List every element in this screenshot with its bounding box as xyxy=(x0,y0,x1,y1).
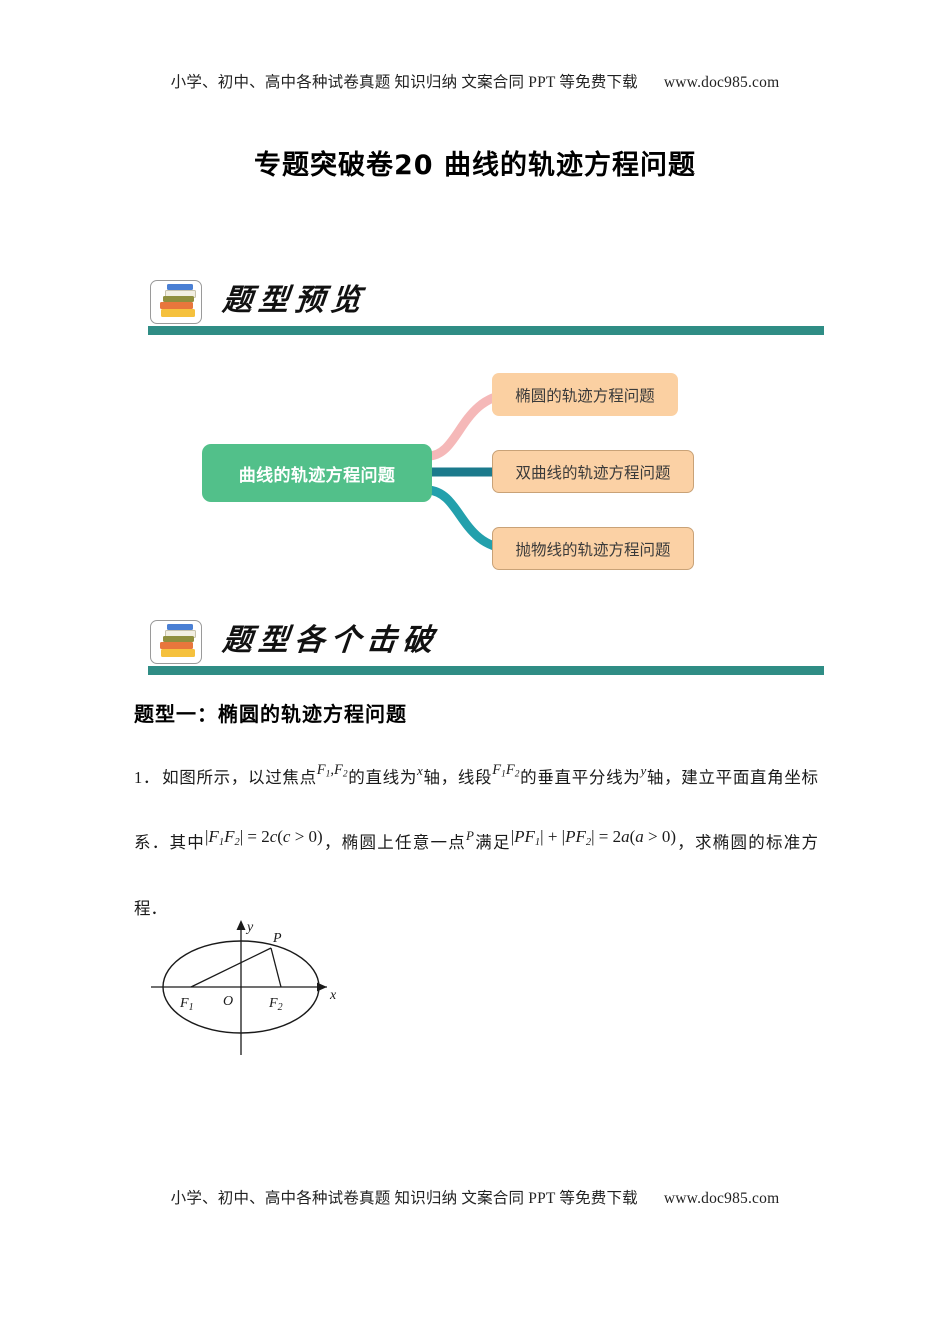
point-p-label: P xyxy=(272,931,282,946)
mindmap-branch-hyperbola[interactable]: 双曲线的轨迹方程问题 xyxy=(492,450,694,493)
math-focal-distance: |F1F2| = 2c(c > 0) xyxy=(205,827,323,849)
question-text-1: 如图所示，以过焦点 xyxy=(162,768,317,787)
segment-f1-p xyxy=(190,947,272,988)
section-divider xyxy=(148,666,824,675)
ellipse-foci-diagram: y x P O F1 F2 xyxy=(143,915,383,1060)
ellipse-figure-svg: y x P O F1 F2 xyxy=(151,920,337,1055)
mindmap-branch-label: 抛物线的轨迹方程问题 xyxy=(515,540,671,559)
math-axis-x: x xyxy=(417,763,423,778)
question-text-3: 轴，线段 xyxy=(422,768,493,787)
y-axis-arrow xyxy=(236,920,246,930)
math-point-p: P xyxy=(466,828,474,844)
book-yellow xyxy=(161,649,195,657)
question-text-7: 满足 xyxy=(473,833,511,853)
mindmap-branch-label: 椭圆的轨迹方程问题 xyxy=(515,386,655,405)
math-sum-of-distances: |PF1| + |PF2| = 2a(a > 0) xyxy=(510,827,677,849)
section-title: 题型预览 xyxy=(220,283,369,318)
x-axis-label: x xyxy=(329,988,337,1003)
origin-label: O xyxy=(223,994,233,1009)
x-axis-arrow xyxy=(317,982,327,992)
section-divider xyxy=(148,326,824,335)
book-stack-icon xyxy=(148,278,210,326)
mindmap-branch-label: 双曲线的轨迹方程问题 xyxy=(515,463,671,482)
section-banner-preview: 题型预览 xyxy=(148,276,824,338)
mindmap-root-node[interactable]: 曲线的轨迹方程问题 xyxy=(202,444,432,502)
mindmap: 曲线的轨迹方程问题 椭圆的轨迹方程问题 双曲线的轨迹方程问题 抛物线的轨迹方程问… xyxy=(160,360,780,590)
question-text-8: ，求椭圆的标准方程． xyxy=(134,833,819,919)
book-blue xyxy=(167,284,193,290)
math-foci-pair-2: F1F2 xyxy=(492,762,520,780)
question-type-heading: 题型一：椭圆的轨迹方程问题 xyxy=(134,702,407,726)
watermark-url: www.doc985.com xyxy=(663,74,780,91)
question-text-2: 的直线为 xyxy=(347,768,418,787)
mindmap-branch-ellipse[interactable]: 椭圆的轨迹方程问题 xyxy=(492,373,678,416)
segment-p-f2 xyxy=(270,947,282,988)
page-header-watermark: 小学、初中、高中各种试卷真题 知识归纳 文案合同 PPT 等免费下载 www.do… xyxy=(0,70,950,92)
watermark-text: 小学、初中、高中各种试卷真题 知识归纳 文案合同 PPT 等免费下载 xyxy=(170,1190,638,1207)
book-blue xyxy=(167,624,193,630)
math-foci-pair-1: F1,F2 xyxy=(316,762,348,780)
focus-left-label: F1 xyxy=(179,996,194,1013)
question-text-4: 的垂直平分线为 xyxy=(519,768,641,787)
section-banner-breakdown: 题型各个击破 xyxy=(148,616,824,678)
question-number: 1． xyxy=(134,768,161,787)
question-text-6: ，椭圆上任意一点 xyxy=(322,833,466,853)
section-title: 题型各个击破 xyxy=(220,623,441,658)
question-body: 1．如图所示，以过焦点F1,F2的直线为x轴，线段F1F2的垂直平分线为y轴，建… xyxy=(134,748,818,939)
focus-right-label: F2 xyxy=(268,996,283,1013)
book-olive xyxy=(163,636,194,642)
watermark-url: www.doc985.com xyxy=(663,1190,780,1207)
question-text-5: 轴，建立平面直角坐标系．其中 xyxy=(134,768,819,853)
y-axis-label: y xyxy=(245,920,254,935)
book-stack-icon xyxy=(148,618,210,666)
page-title: 专题突破卷20 曲线的轨迹方程问题 xyxy=(254,150,696,181)
math-axis-y: y xyxy=(640,763,647,778)
book-yellow xyxy=(161,309,195,317)
watermark-text: 小学、初中、高中各种试卷真题 知识归纳 文案合同 PPT 等免费下载 xyxy=(170,74,638,91)
book-olive xyxy=(163,296,194,302)
mindmap-branch-parabola[interactable]: 抛物线的轨迹方程问题 xyxy=(492,527,694,570)
book-orange xyxy=(160,302,193,309)
page-footer-watermark: 小学、初中、高中各种试卷真题 知识归纳 文案合同 PPT 等免费下载 www.do… xyxy=(0,1186,950,1208)
book-orange xyxy=(160,642,193,649)
mindmap-root-label: 曲线的轨迹方程问题 xyxy=(238,465,396,486)
